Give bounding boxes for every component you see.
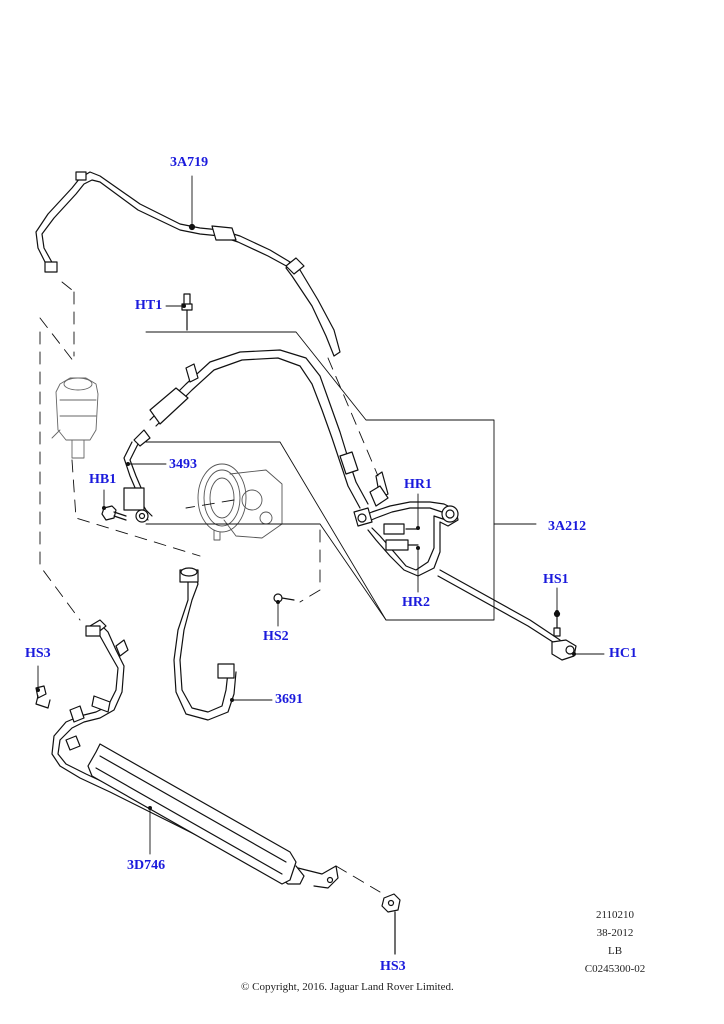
callout-HT1: HT1 (135, 298, 163, 313)
screw-HS3-lower (381, 893, 401, 955)
fluid-reservoir (51, 377, 99, 459)
callout-HS3-lower: HS3 (380, 959, 406, 974)
callout-3691: 3691 (275, 692, 303, 707)
reference-code: LB (607, 945, 623, 957)
sensor-HT1 (181, 293, 193, 331)
callout-HB1: HB1 (89, 472, 117, 487)
callout-3D746: 3D746 (127, 858, 166, 873)
return-hose-3A719 (35, 171, 341, 357)
callout-3493: 3493 (169, 457, 197, 472)
feed-line-3A212 (353, 471, 561, 645)
reference-number: 2110210 (595, 909, 635, 921)
callout-HS2: HS2 (263, 629, 289, 644)
screw-HS2 (273, 593, 295, 603)
callout-HS1: HS1 (543, 572, 569, 587)
callout-HC1: HC1 (609, 646, 637, 661)
callout-HS3-upper: HS3 (25, 646, 51, 661)
steering-pump (197, 463, 283, 541)
copyright-notice: © Copyright, 2016. Jaguar Land Rover Lim… (241, 981, 454, 993)
illustration-id: C0245300-02 (584, 963, 646, 975)
bolt-HB1 (101, 505, 127, 521)
screw-HS1 (553, 610, 561, 637)
clip-HC1 (551, 639, 577, 661)
supply-hose-3691 (173, 567, 237, 721)
callout-HR1: HR1 (404, 477, 432, 492)
callout-HR2: HR2 (402, 595, 430, 610)
cooler-3D746 (51, 619, 339, 889)
callout-3A212: 3A212 (548, 519, 587, 534)
callout-3A719: 3A719 (170, 155, 209, 170)
pressure-hose-3493 (123, 349, 369, 523)
reference-date: 38-2012 (596, 927, 634, 939)
